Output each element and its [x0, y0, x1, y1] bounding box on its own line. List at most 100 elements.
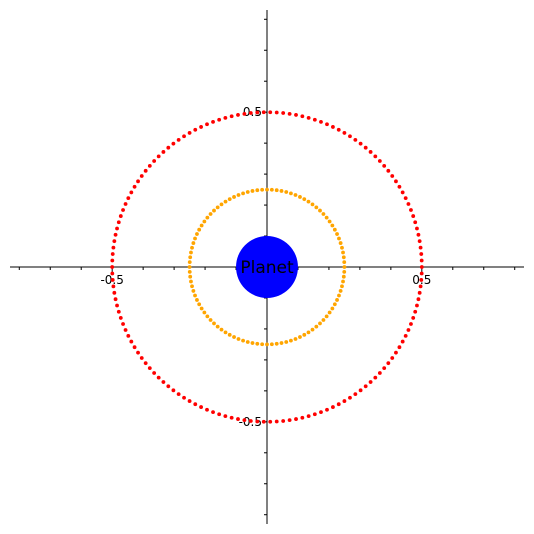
orbit-point: [212, 321, 216, 326]
orbit-point: [293, 193, 298, 197]
orbit-point: [110, 258, 115, 263]
orbit-point: [335, 232, 339, 236]
orbit-point: [403, 196, 408, 201]
orbit-point: [409, 208, 413, 212]
orbit-point: [341, 255, 346, 260]
orbit-point: [279, 189, 284, 193]
orbit-point: [274, 110, 279, 115]
orbit-point: [342, 399, 347, 403]
orbit-point: [325, 407, 329, 412]
orbit-point: [321, 212, 326, 216]
orbit-point: [197, 227, 202, 232]
orbit-point: [129, 190, 134, 195]
orbit-point: [242, 418, 247, 423]
orbit-point: [191, 241, 196, 245]
orbit-point: [126, 333, 131, 338]
orbit-2: [110, 110, 424, 424]
orbit-point: [132, 184, 137, 189]
orbit-point: [197, 302, 202, 307]
orbit-point: [336, 402, 341, 407]
orbit-point: [306, 330, 311, 335]
orbit-point: [255, 341, 260, 346]
orbit-point: [205, 407, 209, 412]
orbit-point: [342, 260, 347, 265]
orbit-point: [248, 111, 253, 115]
orbit-point: [406, 202, 411, 206]
orbit-point: [215, 324, 220, 329]
orbit-point: [342, 131, 347, 135]
orbit-point: [171, 141, 176, 146]
orbit-point: [211, 119, 215, 124]
orbit-point: [418, 245, 423, 250]
orbit-point: [202, 219, 207, 224]
orbit-point: [245, 190, 250, 194]
orbit-point: [386, 168, 391, 173]
orbit-point: [368, 150, 373, 154]
orbit-point: [236, 337, 241, 341]
orbit-point: [156, 375, 161, 380]
orbit-point: [419, 252, 424, 256]
orbit-point: [400, 190, 405, 195]
orbit-point: [260, 342, 265, 347]
orbit-point: [415, 303, 419, 308]
orbit-point: [139, 174, 144, 178]
orbit-point: [188, 274, 193, 279]
orbit-point: [294, 417, 298, 421]
orbit-point: [338, 241, 343, 245]
orbit-point: [116, 309, 121, 314]
orbit-point: [327, 310, 332, 315]
orbit-point: [284, 190, 289, 194]
orbit-point: [411, 214, 416, 218]
orbit-point: [110, 271, 115, 276]
orbit-point: [419, 258, 424, 263]
orbit-point: [377, 159, 382, 163]
orbit-point: [219, 327, 224, 332]
orbit-point: [205, 215, 210, 220]
orbit-point: [166, 384, 171, 389]
orbit-point: [202, 310, 207, 315]
orbit-point: [147, 366, 152, 371]
orbit-point: [294, 113, 298, 117]
orbit-point: [382, 163, 387, 168]
orbit-point: [341, 274, 346, 279]
orbit-point: [394, 350, 398, 355]
orbit-point: [332, 302, 337, 307]
orbit-point: [281, 111, 286, 115]
orbit-point: [187, 269, 192, 274]
orbit-point: [123, 328, 128, 332]
orbit-point: [126, 196, 131, 201]
orbit-point: [382, 366, 387, 371]
orbit-point: [274, 188, 279, 193]
orbit-point: [199, 306, 204, 311]
orbit-point: [306, 115, 311, 120]
orbit-point: [318, 208, 322, 213]
orbit-point: [255, 110, 260, 115]
orbit-point: [156, 154, 161, 159]
orbit-point: [166, 145, 171, 150]
orbit-point: [265, 187, 269, 192]
orbit-point: [123, 202, 128, 206]
orbit-point: [368, 380, 373, 384]
orbit-point: [289, 338, 293, 343]
orbit-point: [152, 159, 157, 163]
orbit-point: [217, 117, 222, 122]
orbit-point: [330, 223, 335, 228]
orbit-point: [190, 284, 194, 289]
orbit-point: [236, 417, 240, 421]
orbit-point: [377, 371, 382, 375]
orbit-point: [415, 226, 419, 231]
orbit-point: [306, 199, 311, 204]
orbit-point: [188, 255, 193, 260]
orbit-point: [341, 250, 345, 255]
orbit-point: [139, 356, 144, 360]
planet-label: Planet: [240, 258, 294, 278]
orbit-point: [287, 111, 292, 116]
orbit-point: [227, 332, 232, 337]
orbit-point: [386, 361, 391, 366]
orbit-point: [229, 114, 234, 119]
orbit-point: [208, 318, 213, 322]
orbit-point: [342, 269, 347, 274]
orbit-point: [397, 345, 402, 350]
orbit-point: [331, 405, 335, 409]
